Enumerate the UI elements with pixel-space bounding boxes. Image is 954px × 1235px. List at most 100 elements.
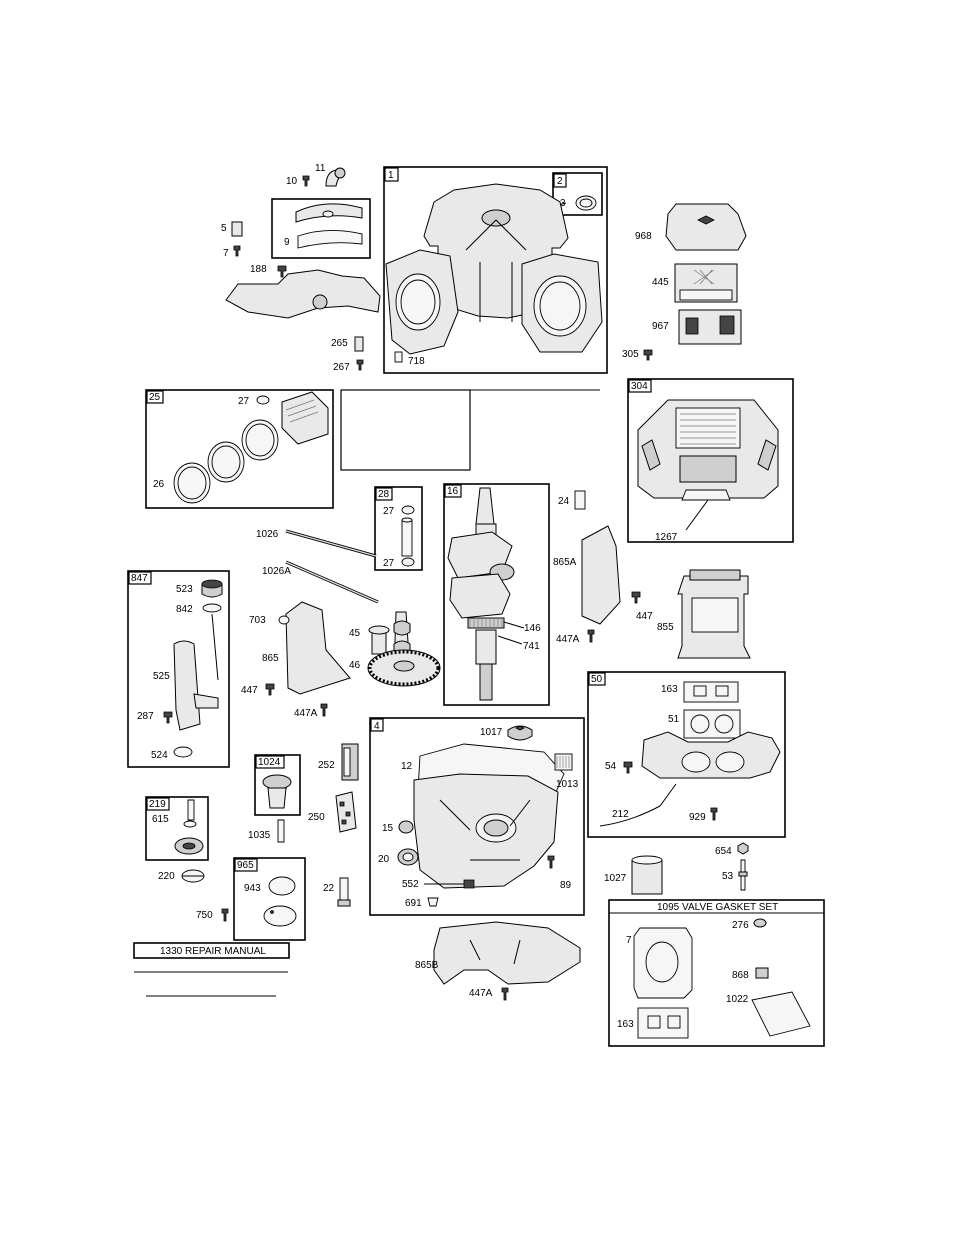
callout-1017: 1017: [480, 727, 503, 738]
callout-865a: 865A: [553, 557, 577, 568]
valve-tappet-45-head: [368, 625, 390, 635]
seal-524-part: [173, 746, 193, 758]
air-guide-865a-group: 24 865A 447 447A 855: [553, 490, 751, 659]
piston-pin-part: [401, 519, 413, 557]
callout-50: 50: [591, 674, 603, 685]
intake-gasket-163-hole-b: [667, 1015, 681, 1029]
cylinder-right-bore-inner: [539, 281, 581, 331]
blower-housing-inlet: [679, 455, 737, 483]
filter-screen-1013-part: [554, 753, 573, 771]
callout-1024: 1024: [258, 757, 281, 768]
tag-box-16: [444, 484, 462, 498]
callout-11: 11: [315, 163, 326, 174]
engine-bracket-part: [225, 269, 381, 319]
callout-10: 10: [286, 176, 298, 187]
callout-525: 525: [153, 671, 170, 682]
o-ring-943-part: [268, 876, 296, 896]
cover-965-group: 965 943: [233, 857, 306, 941]
callout-1026a: 1026A: [262, 566, 291, 577]
callout-855: 855: [657, 622, 674, 633]
intake-gasket-163-hole-a: [647, 1015, 661, 1029]
governor-shaft-1035-part: [277, 819, 285, 843]
callout-1022: 1022: [726, 994, 749, 1005]
tag-box-25: [146, 390, 164, 404]
piston-ring-group: 25 27 26: [145, 389, 334, 509]
callout-523: 523: [176, 584, 193, 595]
crankcase-center-ribs: [465, 219, 527, 322]
base-plate-865b-part: [433, 921, 581, 985]
spring-691-part: [427, 897, 439, 907]
seal-15-part: [398, 820, 414, 834]
notes-frame: [340, 389, 471, 471]
screw-929-part: [710, 807, 718, 821]
piston-pin-box: [374, 486, 423, 571]
ring-mid-inner: [211, 445, 241, 479]
callout-447A-base: 447A: [469, 988, 493, 999]
callout-287: 287: [137, 711, 154, 722]
stud-53-collar: [738, 871, 748, 877]
air-guide-865-group: 703 865 447 447A: [241, 601, 351, 719]
cam-gear-teeth: [368, 650, 440, 686]
intake-gasket-163-part: [637, 1007, 689, 1039]
cam-gear-hub: [393, 660, 415, 672]
callout-1013: 1013: [556, 779, 579, 790]
gasket-51-port-a: [690, 714, 710, 734]
cylinder-block-group: 1 2 3 718: [383, 166, 608, 374]
bracket-clip-265-part: [354, 336, 364, 352]
blower-housing-grille-bars: [680, 413, 736, 445]
seal-3-inner: [579, 198, 593, 208]
callout-447A-left: 447A: [294, 708, 318, 719]
reed-valve-part: [231, 221, 243, 237]
circlip-27-part: [256, 395, 270, 405]
piston-part: [281, 391, 329, 445]
cylinder-left-bore-inner: [400, 279, 436, 325]
callout-691: 691: [405, 898, 422, 909]
screw-287-part: [163, 711, 173, 724]
oil-pump-group: 219 615 220 750: [145, 796, 229, 922]
callout-7: 7: [223, 248, 229, 259]
repair-manual-group: 1330 REPAIR MANUAL: [133, 942, 290, 997]
callout-447-left: 447: [241, 685, 258, 696]
sump-box: [369, 717, 585, 916]
callout-703: 703: [249, 615, 266, 626]
dipstick-rod-part: [211, 613, 219, 681]
governor-group: 1024 1035 252 250 22: [248, 743, 359, 907]
valve-gasket-set-label: 1095 VALVE GASKET SET: [657, 902, 778, 913]
callout-24: 24: [558, 496, 570, 507]
air-cleaner-cover-logo: [697, 215, 715, 225]
screw-54-part: [623, 761, 633, 774]
pushrod-cam-group: 1026 1026A 45 46: [256, 529, 441, 687]
callout-7-gasket: 7: [626, 935, 632, 946]
engine-bracket-pulley: [312, 294, 328, 310]
nut-654-part: [737, 842, 749, 855]
callout-265: 265: [331, 338, 348, 349]
intake-manifold-group: 50 163 51 54 212 929: [587, 671, 786, 838]
spacer-24-part: [574, 490, 586, 510]
callout-1027: 1027: [604, 873, 627, 884]
o-ring-842-part: [202, 603, 222, 613]
cylinder-head-855-top: [689, 569, 741, 581]
cover-plate-bolt: [270, 910, 274, 914]
oil-filter-1027-part: [631, 859, 663, 895]
base-plate-group: 865B 447A: [415, 921, 581, 1001]
piston-ring-box: [145, 389, 334, 509]
sump-ribs: [439, 799, 531, 861]
screw-267-part: [356, 359, 364, 371]
callout-4: 4: [374, 721, 380, 732]
callout-750: 750: [196, 910, 213, 921]
screw-447A-left-part: [320, 703, 328, 717]
manifold-port-b: [715, 751, 745, 773]
callout-447-right: 447: [636, 611, 653, 622]
governor-gear-part: [262, 774, 292, 790]
callout-250: 250: [308, 812, 325, 823]
cover-965-box: [233, 857, 306, 941]
callout-2: 2: [557, 176, 563, 187]
blower-housing-side-left: [641, 439, 661, 471]
crankshaft-taper-part: [475, 487, 495, 525]
oil-pump-shaft-part: [187, 799, 195, 821]
callout-552: 552: [402, 879, 419, 890]
callout-25: 25: [149, 392, 161, 403]
tag-box-847: [128, 571, 152, 585]
dipstick-box: [127, 570, 230, 768]
callout-865b: 865B: [415, 960, 439, 971]
